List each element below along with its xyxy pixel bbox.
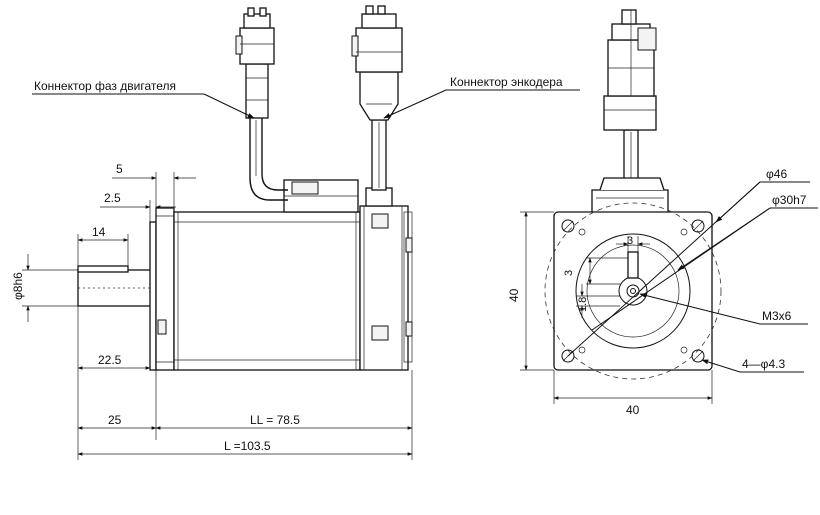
- dim-pilot-diameter: φ30h7: [591, 193, 818, 331]
- motor-flange: [149, 207, 175, 371]
- encoder-housing: [359, 205, 409, 371]
- dim-pilot: 2.5: [100, 191, 176, 222]
- dim-center-thread: M3x6: [639, 293, 808, 325]
- encoder-connector-callout: Коннектор энкодера: [383, 75, 580, 119]
- dim-shaft-total-label: 25: [108, 413, 122, 427]
- dim-key-length-label: 14: [92, 225, 106, 239]
- dim-mount-holes: 4—φ4.3: [701, 357, 804, 373]
- dim-body-length: LL = 78.5: [155, 370, 413, 460]
- front-cable: [603, 9, 657, 191]
- encoder-cable: [351, 5, 403, 191]
- front-flange: [544, 202, 722, 380]
- key-slot: [627, 251, 639, 279]
- dim-key-depth-label: 1.8: [577, 297, 589, 312]
- dim-mount-holes-label: 4—φ4.3: [742, 357, 785, 371]
- phase-connector-callout: Коннектор фаз двигателя: [32, 79, 255, 119]
- dim-flange-thickness: 5: [112, 162, 196, 212]
- dim-flange-thickness-label: 5: [116, 162, 123, 176]
- dim-key-length: 14: [77, 225, 129, 268]
- motor-body: [173, 179, 413, 371]
- phase-connector-label: Коннектор фаз двигателя: [34, 79, 176, 93]
- dim-shaft-total: 25: [77, 370, 157, 460]
- dim-total-length-label: L =103.5: [224, 439, 271, 453]
- encoder-connector: [351, 5, 403, 121]
- dim-width-label: 40: [626, 403, 640, 417]
- dim-height-label: 40: [507, 288, 521, 302]
- dim-key-width: 3: [616, 235, 650, 252]
- dim-center-thread-label: M3x6: [762, 309, 792, 323]
- phase-connector: [235, 7, 275, 65]
- mount-hole-tl: [561, 219, 575, 233]
- dim-shaft-length: 22.5: [77, 306, 151, 374]
- dim-shaft-diameter: φ8h6: [11, 254, 78, 322]
- dim-bolt-circle: φ46: [567, 167, 810, 357]
- bolt-circle: [544, 202, 722, 380]
- encoder-connector-label: Коннектор энкодера: [450, 75, 563, 89]
- side-view: Коннектор фаз двигателя Коннектор энкоде…: [11, 5, 580, 460]
- dim-pilot-diameter-label: φ30h7: [772, 193, 807, 207]
- dim-body-length-label: LL = 78.5: [250, 413, 300, 427]
- dim-height: 40: [507, 211, 554, 371]
- dim-key-offset: 3: [563, 257, 628, 285]
- dim-bolt-circle-label: φ46: [766, 167, 787, 181]
- dim-shaft-diameter-label: φ8h6: [11, 272, 25, 300]
- front-connector-base: [591, 177, 669, 212]
- dim-shaft-length-label: 22.5: [98, 353, 122, 367]
- dim-key-depth: 1.8: [576, 284, 620, 318]
- dim-key-width-label: 3: [627, 235, 633, 247]
- shaft-key: [77, 265, 129, 273]
- front-view: φ46 φ30h7 3 3: [507, 9, 818, 417]
- dim-pilot-label: 2.5: [104, 191, 121, 205]
- pilot-circle: [575, 233, 691, 349]
- mount-hole-tr: [691, 219, 705, 233]
- phase-cable: [235, 7, 288, 201]
- dim-total-length: L =103.5: [77, 439, 413, 456]
- motor-shaft: [77, 265, 160, 307]
- dim-width: 40: [553, 370, 713, 417]
- mount-hole-br: [691, 349, 705, 363]
- dim-key-offset-label: 3: [563, 270, 575, 276]
